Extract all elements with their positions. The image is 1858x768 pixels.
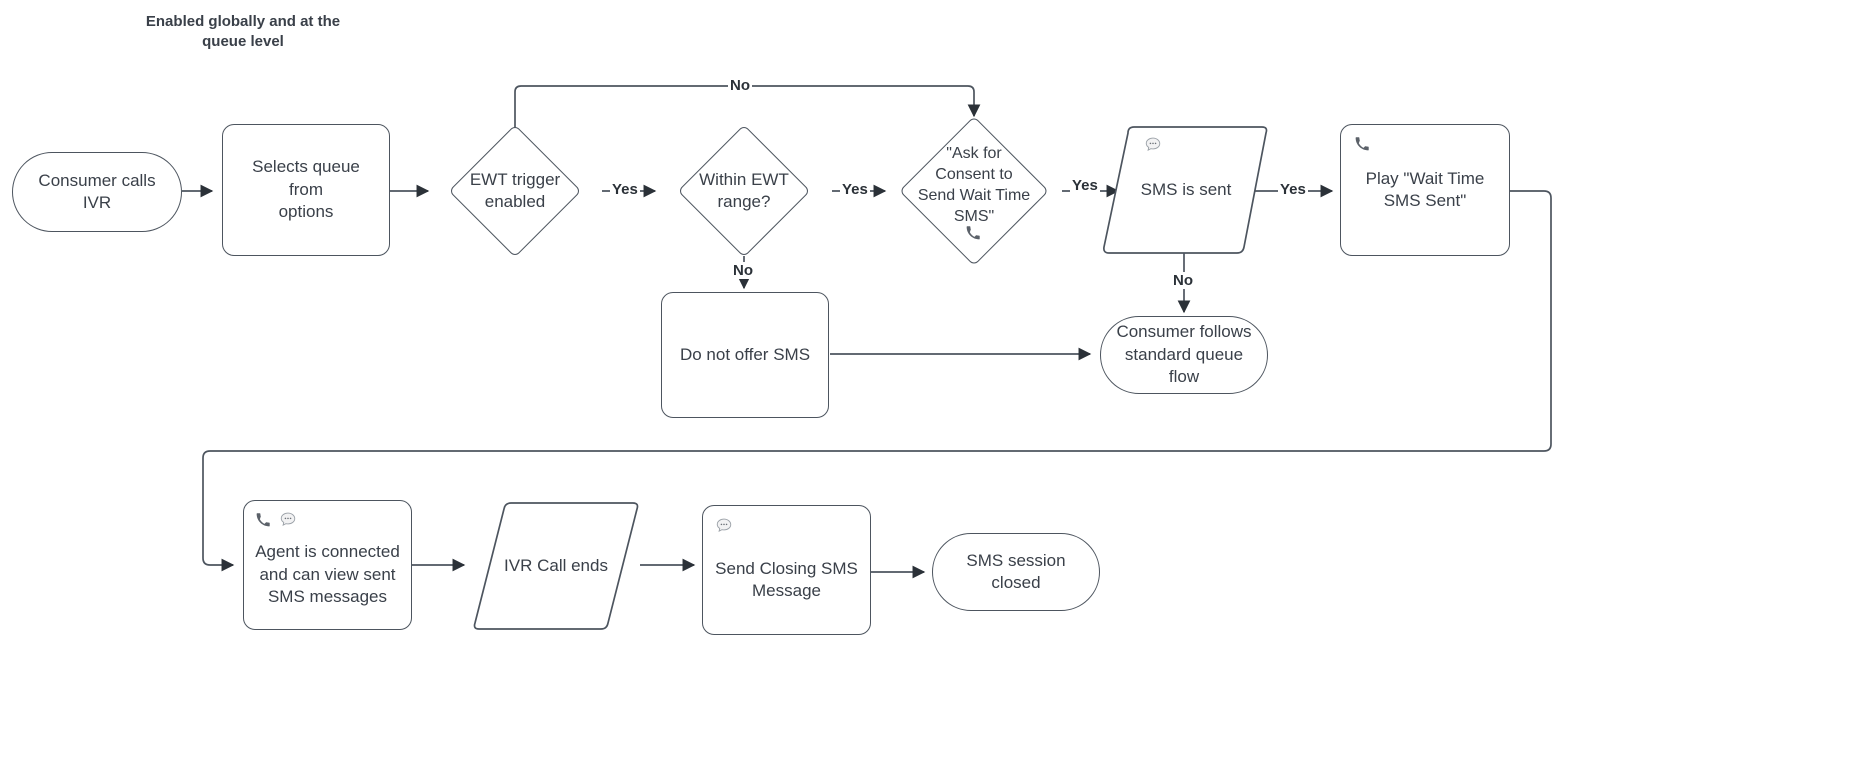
node-do-not-offer-sms[interactable]: Do not offer SMS — [661, 292, 829, 418]
edge-label-no-sms-sent: No — [1171, 272, 1195, 289]
phone-icon — [256, 513, 270, 527]
node-ewt-trigger-enabled[interactable]: EWT trigger enabled — [428, 124, 602, 258]
node-consumer-calls-ivr[interactable]: Consumer calls IVR — [12, 152, 182, 232]
node-badges — [256, 511, 297, 529]
node-label: Send Closing SMS Message — [715, 558, 858, 600]
node-send-closing-sms[interactable]: Send Closing SMS Message — [702, 505, 871, 635]
node-label: EWT trigger enabled — [469, 169, 561, 211]
node-label: Selects queue from options — [252, 157, 360, 222]
edge-label-yes-range: Yes — [840, 181, 870, 198]
edge-label-yes-ewt: Yes — [610, 181, 640, 198]
node-consumer-follows-queue[interactable]: Consumer follows standard queue flow — [1100, 316, 1268, 394]
parallelogram-shape — [1103, 126, 1268, 254]
node-label: Consumer calls IVR — [38, 170, 156, 212]
edge-label-yes-consent: Yes — [1070, 177, 1100, 194]
node-label: Agent is connected and can view sent SMS… — [255, 542, 400, 607]
node-label: Do not offer SMS — [679, 344, 811, 364]
node-label: Consumer follows standard queue flow — [1116, 322, 1252, 387]
node-label: SMS session closed — [966, 550, 1066, 592]
edge-label-yes-sms-sent: Yes — [1278, 181, 1308, 198]
node-label: Within EWT range? — [699, 169, 789, 211]
node-label: "Ask for Consent to Send Wait Time SMS" — [917, 144, 1031, 226]
edge-label-no-range: No — [731, 262, 755, 279]
sms-bubble-icon — [715, 517, 733, 535]
node-sms-is-sent[interactable]: SMS is sent — [1100, 126, 1272, 254]
node-play-wait-time-sms-sent[interactable]: Play "Wait Time SMS Sent" — [1340, 124, 1510, 256]
node-ask-for-consent[interactable]: "Ask for Consent to Send Wait Time SMS" — [886, 116, 1062, 266]
node-sms-session-closed[interactable]: SMS session closed — [932, 533, 1100, 611]
node-label: IVR Call ends — [504, 555, 608, 575]
node-ivr-call-ends[interactable]: IVR Call ends — [470, 502, 642, 630]
sms-bubble-icon — [279, 511, 297, 529]
node-label: SMS is sent — [1140, 179, 1232, 199]
phone-icon — [966, 226, 980, 240]
parallelogram-shape — [473, 502, 639, 630]
edge-label-no-top: No — [728, 77, 752, 94]
diagram-title: Enabled globally and at the queue level — [145, 13, 341, 51]
phone-icon — [1355, 137, 1369, 151]
node-label: Play "Wait Time SMS Sent" — [1365, 168, 1485, 210]
node-within-ewt-range[interactable]: Within EWT range? — [657, 124, 831, 258]
node-selects-queue[interactable]: Selects queue from options — [222, 124, 390, 256]
node-agent-is-connected[interactable]: Agent is connected and can view sent SMS… — [243, 500, 412, 630]
